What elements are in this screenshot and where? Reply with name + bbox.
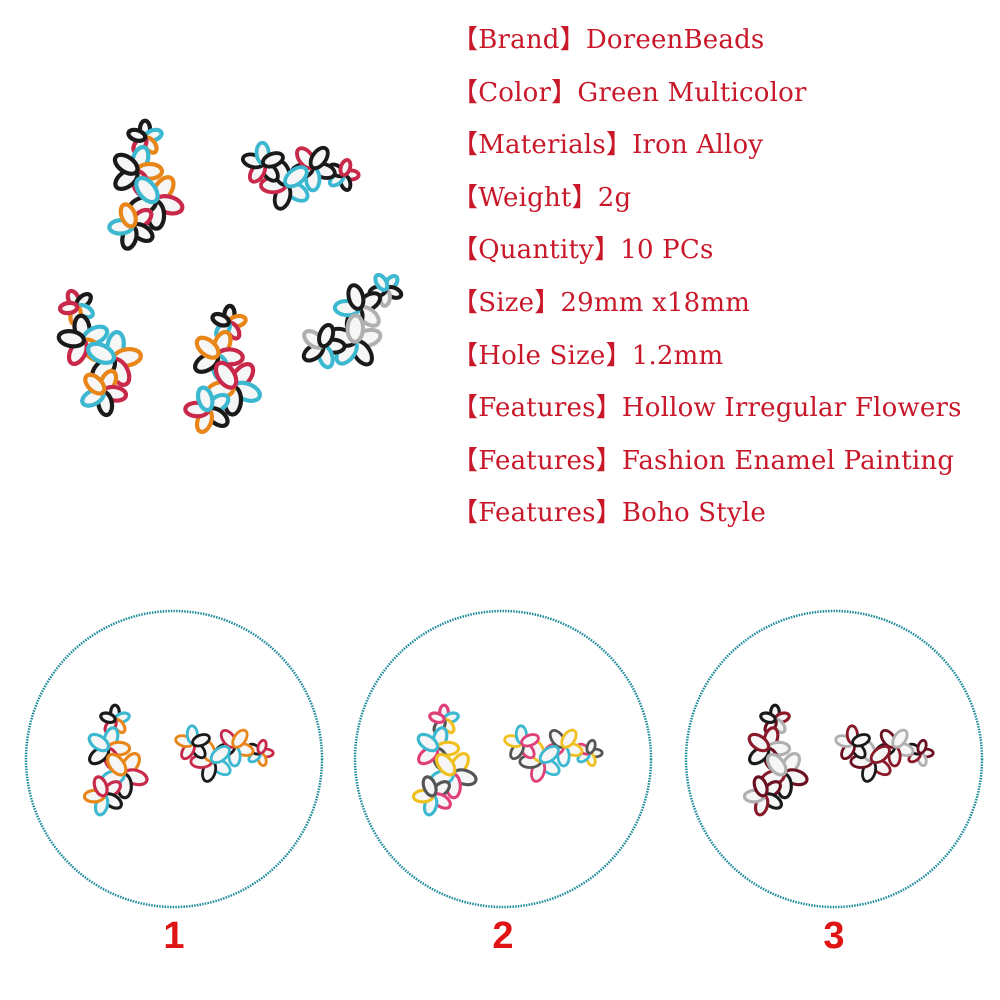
spec-value: DoreenBeads [585, 25, 765, 55]
variant-3-charms [684, 609, 984, 909]
variant-circle-frame [353, 609, 653, 909]
variant-2-photo[interactable] [352, 608, 654, 910]
spec-key: Brand [478, 25, 560, 55]
variant-circle-frame [24, 609, 324, 909]
flower-shape [107, 202, 155, 251]
variant-2-number: 2 [492, 915, 514, 957]
spec-row-hole-size: 【Hole Size】1.2mm [452, 340, 724, 371]
charm [56, 288, 143, 418]
charm [240, 140, 361, 211]
flower-shape [543, 728, 584, 768]
spec-row-brand: 【Brand】DoreenBeads [452, 25, 765, 55]
flower-shape [99, 751, 149, 800]
spec-row-color: 【Color】Green Multicolor [452, 77, 807, 108]
spec-row-features-2: 【Features】Fashion Enamel Painting [452, 445, 955, 476]
charm [82, 703, 149, 817]
variant-1-photo[interactable] [23, 608, 325, 910]
charm [742, 703, 809, 817]
spec-value: 10 PCs [620, 235, 714, 266]
spec-row-features-1: 【Features】Hollow Irregular Flowers [452, 393, 962, 424]
spec-row-materials: 【Materials】Iron Alloy [452, 130, 764, 161]
flower-shape [849, 739, 892, 783]
spec-row-quantity: 【Quantity】10 PCs [452, 235, 714, 266]
flower-shape [503, 724, 540, 761]
spec-key: Hole Size [478, 340, 606, 371]
variant-3-photo[interactable] [683, 608, 985, 910]
flower-shape [86, 330, 143, 387]
flower-shape [82, 775, 123, 817]
flower-shape [411, 775, 452, 817]
variant-1-number: 1 [163, 915, 185, 957]
spec-key: Features [478, 498, 596, 529]
spec-value: Hollow Irregular Flowers [621, 393, 962, 424]
flower-shape [193, 329, 245, 383]
variant-3-number: 3 [823, 915, 845, 957]
flower-shape [518, 739, 561, 783]
spec-row-features-3: 【Features】Boho Style [452, 498, 766, 529]
spec-list: 【Brand】DoreenBeads 【Color】Green Multicol… [452, 20, 997, 546]
flower-shape [742, 775, 783, 817]
flower-shape [834, 724, 871, 761]
variant-circle-frame [684, 609, 984, 909]
flower-charms-illustration [56, 118, 404, 434]
spec-key: Color [478, 77, 552, 108]
flower-shape [189, 739, 232, 783]
spec-key: Features [478, 445, 596, 476]
charm [174, 724, 275, 783]
charm [503, 724, 604, 783]
spec-row-weight: 【Weight】2g [452, 182, 632, 213]
flower-shape [183, 385, 231, 434]
spec-value: Boho Style [621, 498, 766, 529]
flower-shape [174, 724, 211, 761]
charm [183, 303, 262, 434]
spec-key: Quantity [478, 235, 595, 266]
spec-value: Iron Alloy [632, 130, 764, 161]
flower-shape [759, 703, 791, 735]
spec-value: 2g [597, 182, 632, 213]
spec-value: Green Multicolor [577, 77, 807, 108]
product-photo [0, 0, 440, 480]
charm [107, 118, 185, 251]
spec-value: 29mm x18mm [560, 287, 751, 318]
spec-key: Weight [478, 182, 572, 213]
spec-value: 1.2mm [631, 340, 724, 371]
variant-1-charms [24, 609, 324, 909]
flower-shape [747, 726, 792, 772]
charm [411, 703, 478, 817]
spec-row-size: 【Size】29mm x18mm [452, 287, 751, 318]
variant-2-charms [353, 609, 653, 909]
flower-shape [416, 726, 461, 772]
spec-value: Fashion Enamel Painting [621, 445, 955, 476]
charm [834, 724, 935, 783]
flower-shape [301, 322, 347, 370]
charm [301, 272, 404, 370]
flower-shape [80, 368, 129, 418]
spec-key: Materials [478, 130, 606, 161]
spec-key: Size [478, 287, 535, 318]
flower-shape [240, 140, 285, 184]
spec-key: Features [478, 393, 596, 424]
